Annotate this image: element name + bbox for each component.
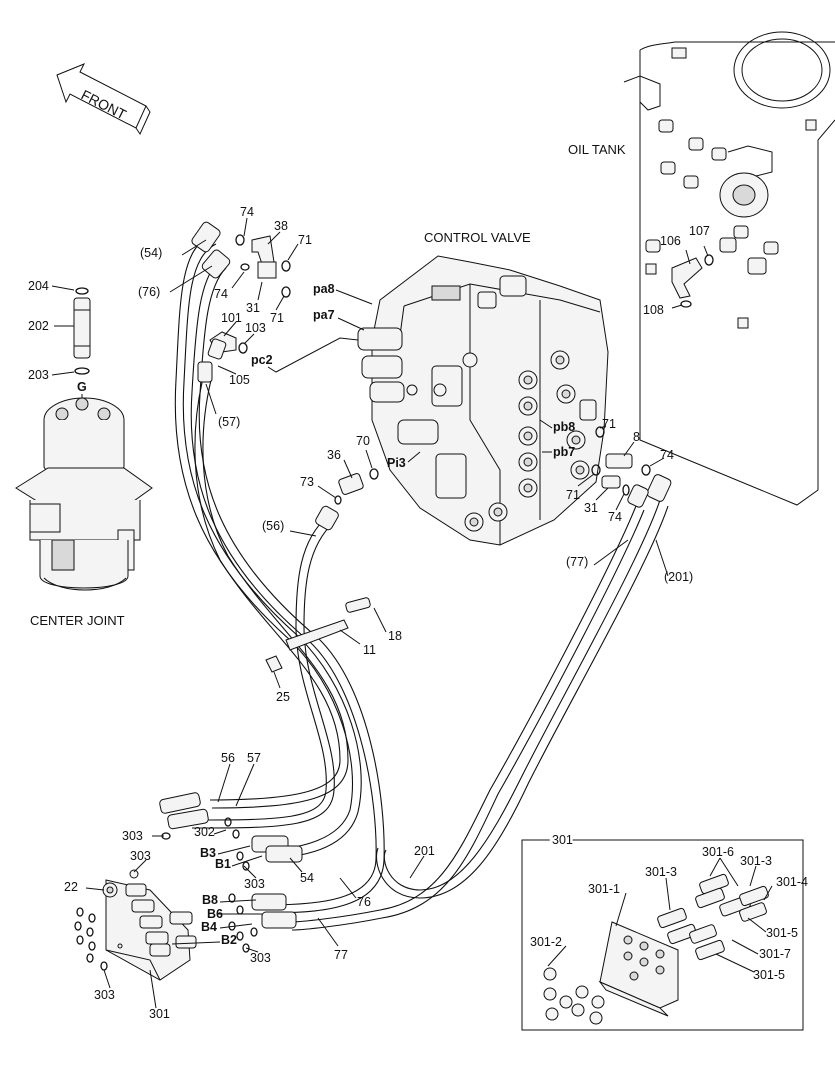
- callout-303-c: 303: [244, 877, 265, 891]
- port-pa7: pa7: [313, 308, 335, 322]
- callout-57-plain: 57: [247, 751, 261, 765]
- oil-tank-title: OIL TANK: [568, 142, 626, 157]
- inset-301-1: 301-1: [588, 882, 620, 896]
- oil-tank: OIL TANK 106 107 108: [568, 31, 835, 506]
- tank-bosses: [645, 119, 779, 329]
- callout-71-b: 71: [270, 311, 284, 325]
- callout-71-c: 71: [602, 417, 616, 431]
- callout-71-d: 71: [566, 488, 580, 502]
- callout-22: 22: [64, 880, 78, 894]
- callout-302: 302: [194, 825, 215, 839]
- callout-107: 107: [689, 224, 710, 238]
- callout-38: 38: [274, 219, 288, 233]
- callout-303-d: 303: [250, 951, 271, 965]
- front-label: FRONT: [79, 86, 130, 122]
- callout-103: 103: [245, 321, 266, 335]
- control-valve-title: CONTROL VALVE: [424, 230, 531, 245]
- callout-36: 36: [327, 448, 341, 462]
- port-pb8: pb8: [553, 420, 575, 434]
- callout-201-plain: 201: [414, 844, 435, 858]
- callout-54: (54): [140, 246, 162, 260]
- callout-74-a: 74: [240, 205, 254, 219]
- manifold-301: [74, 763, 425, 1009]
- port-pi3: Pi3: [387, 456, 406, 470]
- inset-301-5-a: 301-5: [766, 926, 798, 940]
- inset-301-7: 301-7: [759, 947, 791, 961]
- inset-301: 301: [521, 831, 808, 1031]
- inset-nuts: [543, 967, 605, 1025]
- center-joint: 204 202 203 G CENTER JOINT: [15, 279, 153, 628]
- callout-18: 18: [388, 629, 402, 643]
- callout-201: (201): [664, 570, 693, 584]
- port-b3: B3: [200, 846, 216, 860]
- callout-73: 73: [300, 475, 314, 489]
- inset-adapters: [657, 873, 769, 961]
- callout-74-d: 74: [608, 510, 622, 524]
- callout-105: 105: [229, 373, 250, 387]
- port-b6: B6: [207, 907, 223, 921]
- callout-11: 11: [363, 643, 376, 657]
- callout-57: (57): [218, 415, 240, 429]
- callout-76: (76): [138, 285, 160, 299]
- inset-301-5-b: 301-5: [753, 968, 785, 982]
- callout-70: 70: [356, 434, 370, 448]
- callout-301: 301: [149, 1007, 170, 1021]
- front-arrow: FRONT: [56, 63, 151, 136]
- control-valve: CONTROL VALVE: [251, 230, 609, 546]
- callout-303-e: 303: [94, 988, 115, 1002]
- callout-106: 106: [660, 234, 681, 248]
- inset-301-3-a: 301-3: [645, 865, 677, 879]
- port-pa8: pa8: [313, 282, 335, 296]
- callout-204: 204: [28, 279, 49, 293]
- callout-74-b: 74: [214, 287, 228, 301]
- callout-31-a: 31: [246, 301, 260, 315]
- port-g: G: [77, 380, 87, 394]
- callout-108: 108: [643, 303, 664, 317]
- callout-71-a: 71: [298, 233, 312, 247]
- callout-303-a: 303: [122, 829, 143, 843]
- inset-301-2: 301-2: [530, 935, 562, 949]
- inset-title: 301: [552, 833, 573, 847]
- port-b8: B8: [202, 893, 218, 907]
- callout-76-plain: 76: [357, 895, 371, 909]
- center-joint-title: CENTER JOINT: [30, 613, 125, 628]
- callout-202: 202: [28, 319, 49, 333]
- inset-301-4: 301-4: [776, 875, 808, 889]
- callout-56-plain: 56: [221, 751, 235, 765]
- leader-lines: [169, 217, 669, 577]
- callout-101: 101: [221, 311, 242, 325]
- inset-301-3-b: 301-3: [740, 854, 772, 868]
- inset-301-6: 301-6: [702, 845, 734, 859]
- callout-25: 25: [276, 690, 290, 704]
- port-pc2: pc2: [251, 353, 273, 367]
- callout-303-b: 303: [130, 849, 151, 863]
- callout-54-plain: 54: [300, 871, 314, 885]
- port-b4: B4: [201, 920, 217, 934]
- hose-clamp: 18 11 25: [265, 597, 402, 704]
- port-pb7: pb7: [553, 445, 575, 459]
- callout-77-plain: 77: [334, 948, 348, 962]
- callout-77: (77): [566, 555, 588, 569]
- port-b1: B1: [215, 857, 231, 871]
- port-b2: B2: [221, 933, 237, 947]
- callout-8: 8: [633, 430, 640, 444]
- valve-spools-left: [357, 327, 467, 499]
- callout-74-c: 74: [660, 448, 674, 462]
- callout-31-b: 31: [584, 501, 598, 515]
- valve-ports-right: [406, 350, 597, 532]
- callout-203: 203: [28, 368, 49, 382]
- callout-56: (56): [262, 519, 284, 533]
